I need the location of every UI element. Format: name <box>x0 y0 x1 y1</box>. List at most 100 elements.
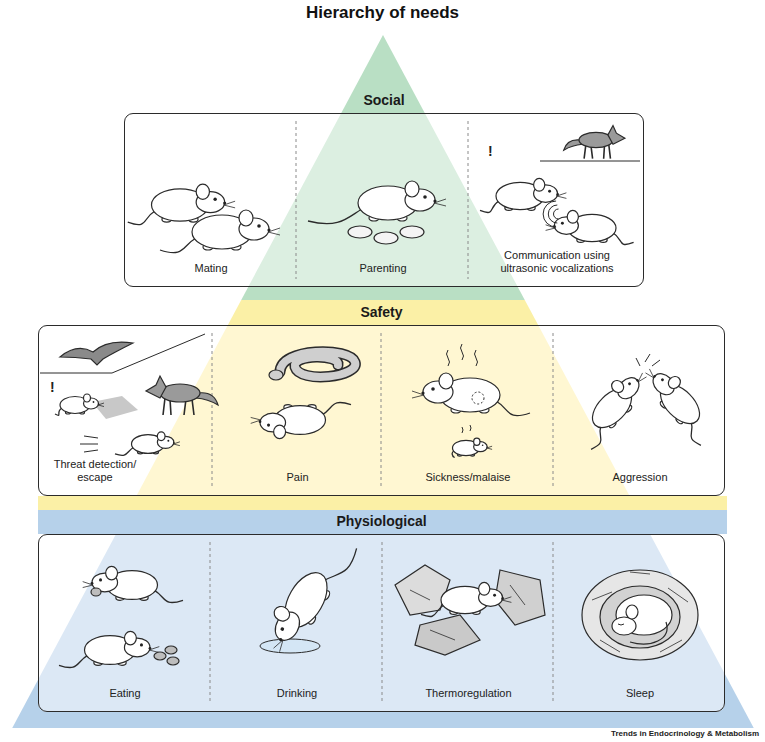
mouse-whiskers <box>557 193 567 199</box>
needs-panel: SafetyThreat detection/ escapePainSickne… <box>38 325 725 496</box>
need-cell: Sickness/malaise <box>382 326 554 494</box>
mouse-figure <box>55 394 104 415</box>
mouse-eye <box>93 401 95 403</box>
mouse-whiskers <box>274 638 286 652</box>
mouse-ear <box>196 184 209 199</box>
need-cell: Parenting <box>297 114 469 285</box>
snake-outline <box>280 352 355 377</box>
cell-divider <box>553 542 554 704</box>
mouse-tail <box>160 238 196 253</box>
need-label: Sleep <box>626 687 654 700</box>
diagram-title: Hierarchy of needs <box>0 0 765 23</box>
pyramid-tint <box>124 113 644 287</box>
food-pellet <box>154 652 166 660</box>
mouse-ear <box>157 432 165 441</box>
mouse-figure <box>258 528 359 660</box>
mouse-whiskers <box>251 417 261 423</box>
mouse-ear <box>534 178 545 191</box>
fox-figure <box>564 126 625 159</box>
safety-strip <box>38 496 727 510</box>
mouse-figure <box>568 363 656 451</box>
malaise-wave <box>461 344 464 360</box>
nest-hollow <box>600 586 680 648</box>
need-label: Mating <box>194 262 227 275</box>
physiological-strip <box>38 510 727 534</box>
need-cell: Communication using ultrasonic vocalizat… <box>469 114 645 285</box>
food-pellet <box>91 588 101 596</box>
snake-fill <box>280 352 355 377</box>
mouse-tail <box>154 590 183 602</box>
hawk-figure <box>60 342 133 365</box>
mouse-figure <box>452 438 492 457</box>
need-cell: Thermoregulation <box>383 535 554 710</box>
mouse-figure <box>251 402 351 438</box>
mouse-whiskers <box>487 446 492 449</box>
mouse-eye <box>213 198 216 201</box>
label-holder: ! <box>50 379 55 395</box>
mouse-eye <box>493 594 496 597</box>
alarm-mark: ! <box>488 143 493 159</box>
need-label: Parenting <box>359 262 406 275</box>
sound-wave <box>548 205 557 223</box>
sound-wave <box>543 201 556 227</box>
mouse-whiskers <box>224 201 235 208</box>
cell-divider <box>468 121 469 279</box>
malaise-wave <box>447 350 450 366</box>
mouse-figure <box>421 582 511 616</box>
pyramid-tint <box>38 534 725 712</box>
sleeping-mouse-tail <box>630 622 667 644</box>
mouse-tail <box>322 402 351 414</box>
need-cell: Threat detection/ escape <box>39 326 213 494</box>
water-puddle <box>260 639 320 653</box>
cell-divider <box>553 333 554 488</box>
mouse-eye <box>627 382 631 386</box>
mouse-figure <box>546 210 634 244</box>
horizon-line <box>40 334 205 373</box>
fox-figure <box>146 376 218 415</box>
mouse-eye <box>99 578 102 581</box>
mouse-figure <box>636 359 724 447</box>
mouse-tail <box>496 401 530 416</box>
mouse-whiskers <box>502 597 512 603</box>
fox-head <box>608 126 625 145</box>
sound-wave <box>554 209 559 219</box>
mouse-ear <box>106 566 118 580</box>
mouse-ear <box>609 378 626 395</box>
mouse-tail <box>584 426 609 451</box>
tier-heading: Physiological <box>39 513 724 530</box>
snake-head <box>269 370 283 380</box>
mouse-whiskers <box>98 403 104 407</box>
label-holder: Trends in Endocrinology & Metabolism <box>611 729 759 738</box>
fox-head <box>146 376 166 398</box>
mouse-tail <box>480 201 499 213</box>
need-label: Sickness/malaise <box>426 471 511 484</box>
mouse-ear <box>405 181 419 197</box>
mouse-tail <box>683 422 708 447</box>
nest-paper <box>395 565 450 615</box>
cell-divider <box>296 121 297 279</box>
mouse-tail <box>59 655 88 667</box>
need-cell: Eating <box>39 535 211 710</box>
closed-eye <box>618 624 624 625</box>
stomach-mark <box>472 392 484 404</box>
mouse-figure <box>412 373 530 416</box>
mouse-eye <box>482 444 484 446</box>
sleeping-mouse-ear <box>626 605 638 619</box>
mouse-tail <box>308 209 362 224</box>
hawk-body <box>60 342 133 365</box>
cell-divider <box>381 333 382 488</box>
mouse-whiskers <box>83 582 93 588</box>
mouse-ear <box>84 394 91 402</box>
snake-figure <box>269 352 355 380</box>
mouse-tail <box>115 447 134 455</box>
cell-divider <box>382 542 383 704</box>
mouse-ear <box>479 582 490 595</box>
mouse-figure <box>480 178 566 212</box>
need-cell: Drinking <box>211 535 383 710</box>
mouse-figure <box>83 566 183 602</box>
mouse-ear <box>439 373 453 389</box>
journal-credit: Trends in Endocrinology & Metabolism <box>611 729 759 738</box>
mouse-tail <box>324 542 359 587</box>
